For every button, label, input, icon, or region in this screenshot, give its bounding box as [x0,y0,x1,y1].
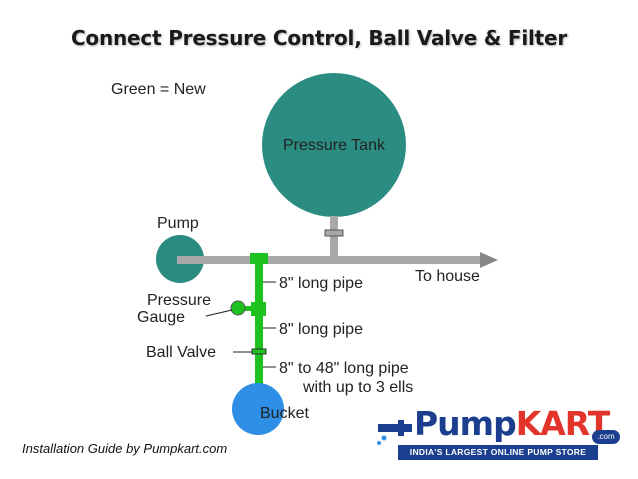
bucket [232,383,284,435]
faucet-icon [377,420,412,445]
pump-label: Pump [157,215,199,232]
pressure-tank [262,73,406,217]
pressure-gauge [230,300,246,316]
pipe-3-label-line2: with up to 3 ells [302,379,413,396]
logo-com-badge: .com [592,430,620,444]
logo-brand: PumpKART [414,404,610,444]
pressure-gauge-leader [205,309,233,317]
main-pipe [177,256,480,264]
pipe-3-label-line1: 8" to 48" long pipe [279,360,409,377]
logo-brand-pump: Pump [414,404,517,443]
caption: Installation Guide by Pumpkart.com [22,441,228,456]
bucket-label: Bucket [260,405,309,422]
tank-tee-fitting [324,229,344,237]
slide-title: Connect Pressure Control, Ball Valve & F… [70,26,568,50]
vertical-pipe [255,262,263,400]
to-house-label: To house [415,268,480,285]
legend-text: Green = New [111,81,206,98]
pressure-gauge-label-line2: Gauge [137,309,185,326]
gauge-stub [241,306,255,311]
flow-arrow [480,252,498,268]
tee-fitting [250,253,268,264]
pipe-2-label: 8" long pipe [279,321,363,338]
pipe-1-label: 8" long pipe [279,275,363,292]
gauge-tee [251,302,266,316]
pressure-gauge-label-line1: Pressure [147,292,211,309]
ball-valve-label: Ball Valve [146,344,216,361]
pumpkart-logo: PumpKART .com INDIA'S LARGEST ONLINE PUM… [374,404,624,466]
logo-tagline: INDIA'S LARGEST ONLINE PUMP STORE [398,445,598,460]
ball-valve [251,348,267,355]
pressure-tank-label: Pressure Tank [283,137,386,154]
